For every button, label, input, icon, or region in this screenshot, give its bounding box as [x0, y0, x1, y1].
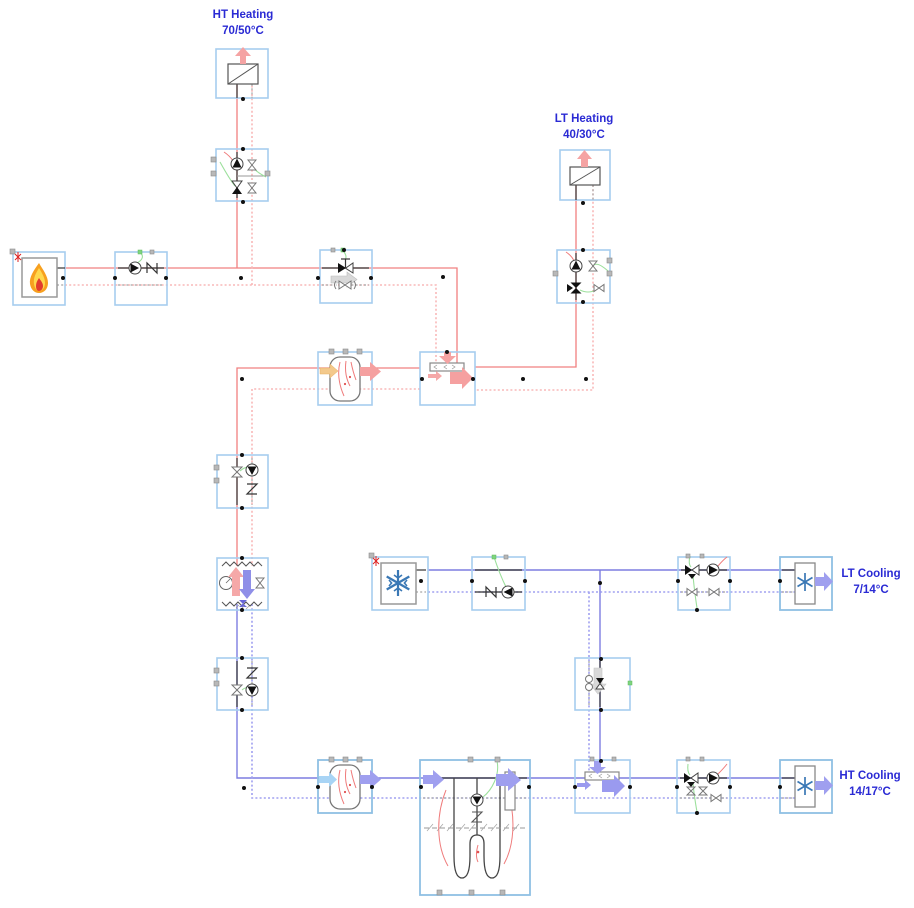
- flow-in-arrow-icon: [319, 772, 337, 787]
- pipe-hot-supply-left-branch: [236, 367, 420, 566]
- check-valve-icon: [470, 811, 484, 823]
- flow-in-arrow-icon: [319, 363, 339, 379]
- balancing-valve-icon: [708, 587, 720, 597]
- lt-heating-temp: 40/30°C: [563, 129, 605, 141]
- manifold-icon: [429, 362, 465, 372]
- heating-control-valve[interactable]: [319, 247, 373, 304]
- pipe-hot-supply-main: [65, 267, 458, 364]
- system-labels: HT Heating 70/50°C LT Heating 40/30°C LT…: [213, 9, 901, 798]
- two-way-valve-icon: [338, 263, 346, 273]
- check-valve-icon: [146, 261, 158, 275]
- lt-cooling-label[interactable]: LT Cooling 7/14°C: [841, 568, 900, 596]
- heating-distribution-manifold[interactable]: [419, 351, 476, 406]
- valve-icon: [254, 577, 266, 589]
- control-valve-icon: [231, 180, 243, 189]
- balancing-valve-icon: [585, 675, 593, 683]
- lt-cooling-title: LT Cooling: [841, 568, 900, 580]
- check-valve-icon: [485, 585, 497, 599]
- chiller[interactable]: [368, 552, 429, 611]
- error-marker-icon: [9, 248, 22, 262]
- ht-heating-label[interactable]: HT Heating 70/50°C: [213, 9, 274, 37]
- flow-right-arrow-icon: [815, 572, 833, 591]
- heat-flow-up-arrow-icon: [577, 150, 592, 167]
- balancing-valve-icon: [338, 280, 352, 290]
- ht-heating-emitter[interactable]: [215, 47, 269, 99]
- check-valve-icon: [245, 667, 259, 679]
- flow-out-arrow-icon: [360, 770, 381, 789]
- lt-heating-pump-valve-group[interactable]: [552, 249, 613, 304]
- heat-flow-up-arrow-icon: [235, 47, 251, 64]
- lockshield-valve-icon: [685, 786, 697, 796]
- pipe-hot-supply-lt-branch: [475, 185, 577, 368]
- flame-icon: [29, 263, 48, 293]
- three-way-valve-icon: [685, 565, 692, 575]
- ht-heating-pump-valve-group[interactable]: [210, 148, 271, 202]
- snowflake-icon: [797, 777, 813, 795]
- lt-cooling-temp: 7/14°C: [853, 584, 888, 596]
- ht-cooling-label[interactable]: HT Cooling 14/17°C: [839, 770, 900, 798]
- check-valve-icon: [596, 678, 604, 684]
- balancing-valve-icon: [686, 587, 698, 597]
- cooling-buffer-tank[interactable]: [317, 756, 381, 814]
- heat-exchanger-icon: [221, 561, 263, 567]
- lt-cooling-valve-group[interactable]: [677, 553, 731, 611]
- cooling-isolation-group[interactable]: [213, 657, 269, 711]
- ht-cooling-title: HT Cooling: [839, 770, 900, 782]
- lockshield-valve-icon: [697, 786, 709, 796]
- lockshield-valve-icon: [587, 260, 599, 272]
- pipe-hot-return-main: [65, 284, 437, 364]
- three-way-valve-icon: [684, 773, 691, 783]
- balancing-valve-icon: [710, 793, 722, 803]
- flow-down-arrow-icon: [589, 761, 606, 774]
- cooling-distribution-manifold[interactable]: [574, 756, 631, 814]
- flow-right-arrow-icon: [428, 371, 442, 381]
- balancing-valve-icon: [593, 283, 605, 293]
- lockshield-valve-icon: [246, 159, 258, 171]
- lockshield-valve-icon: [246, 182, 258, 194]
- heat-pump[interactable]: [216, 557, 269, 611]
- lt-cooling-coil[interactable]: [779, 556, 833, 611]
- cold-down-arrow-icon: [239, 570, 255, 599]
- ht-heating-temp: 70/50°C: [222, 25, 264, 37]
- pipe-hot-return-left-branch: [251, 388, 420, 566]
- flow-right-arrow-icon: [450, 367, 473, 389]
- ht-heating-title: HT Heating: [213, 9, 274, 21]
- heating-buffer-tank[interactable]: [317, 348, 381, 406]
- valve-icon: [230, 684, 244, 696]
- flow-in-arrow-icon: [423, 770, 444, 789]
- error-marker-icon: [368, 552, 380, 566]
- flow-out-arrow-icon: [496, 768, 521, 791]
- connection-nodes: [61, 97, 782, 815]
- hot-up-arrow-icon: [228, 567, 244, 596]
- heating-isolation-group[interactable]: [213, 454, 269, 509]
- cooling-bypass-valve-group[interactable]: [574, 657, 633, 711]
- flow-out-arrow-icon: [360, 362, 381, 381]
- chiller-pump[interactable]: [471, 554, 526, 611]
- pipe-hot-return-lt-branch: [475, 185, 594, 391]
- flow-right-arrow-icon: [602, 775, 625, 797]
- ht-cooling-temp: 14/17°C: [849, 786, 891, 798]
- valve-icon: [230, 466, 244, 478]
- ground-heat-exchanger[interactable]: [419, 756, 531, 896]
- lt-heating-title: LT Heating: [555, 113, 614, 125]
- snowflake-icon: [797, 573, 813, 591]
- pipe-cold-return-bottom: [251, 604, 795, 799]
- pipe-cold-supply-bottom: [236, 604, 796, 779]
- boiler-pump[interactable]: [114, 249, 168, 306]
- three-way-valve-icon: [570, 282, 582, 288]
- flow-right-arrow-icon: [577, 780, 591, 790]
- boiler[interactable]: [9, 248, 66, 306]
- flow-down-arrow-icon: [439, 352, 456, 364]
- ht-cooling-coil[interactable]: [779, 759, 833, 814]
- pipe-network[interactable]: [65, 84, 796, 799]
- manifold-icon: [584, 771, 620, 781]
- lt-heating-label[interactable]: LT Heating 40/30°C: [555, 113, 614, 141]
- snowflake-icon: [386, 570, 410, 596]
- flow-right-arrow-icon: [815, 776, 833, 795]
- lt-heating-emitter[interactable]: [559, 149, 611, 201]
- check-valve-icon: [245, 483, 259, 495]
- ht-cooling-valve-group[interactable]: [676, 756, 731, 814]
